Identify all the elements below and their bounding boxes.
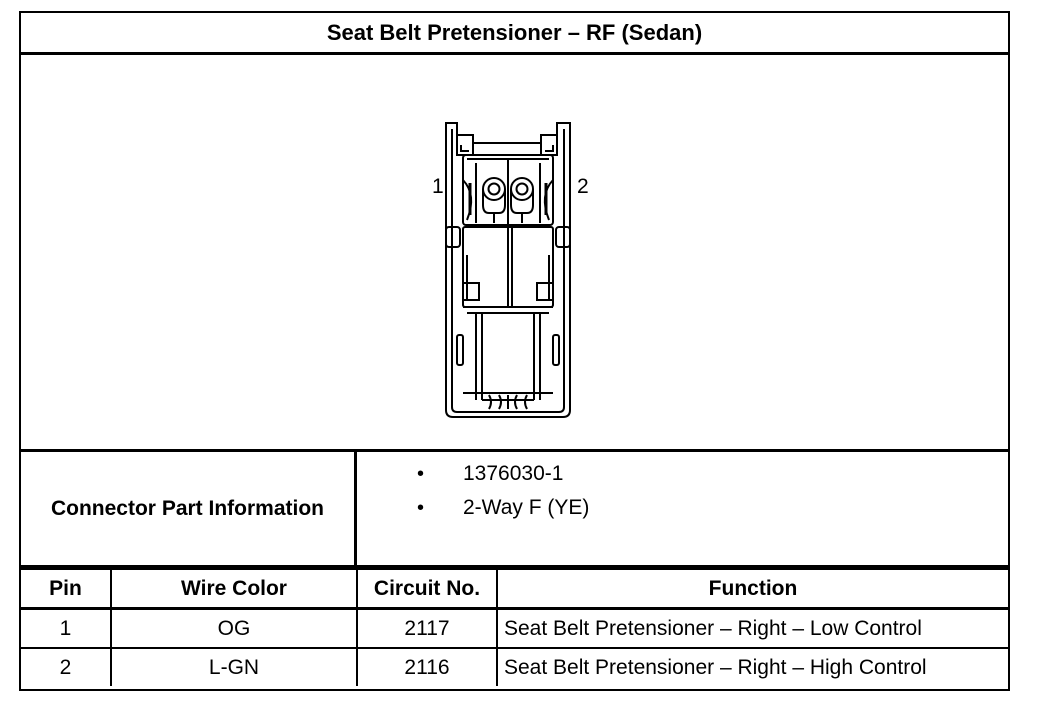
pin-table: Pin Wire Color Circuit No. Function 1 OG… bbox=[21, 568, 1008, 686]
connector-info-label: Connector Part Information bbox=[21, 452, 357, 565]
pin-cell: 2 bbox=[21, 647, 112, 686]
list-item: • 1376030-1 bbox=[417, 462, 563, 486]
connector-info-list: • 1376030-1 • 2-Way F (YE) bbox=[357, 452, 1008, 565]
table-row: 1 OG 2117 Seat Belt Pretensioner – Right… bbox=[21, 607, 1008, 649]
header-wire-color: Wire Color bbox=[110, 568, 358, 610]
header-function: Function bbox=[496, 568, 1008, 610]
table-header-row: Pin Wire Color Circuit No. Function bbox=[21, 568, 1008, 610]
part-number: 1376030-1 bbox=[463, 462, 564, 485]
connector-type: 2-Way F (YE) bbox=[463, 496, 590, 519]
connector-diagram bbox=[445, 122, 571, 418]
bullet-icon: • bbox=[417, 462, 425, 485]
wire-color-cell: OG bbox=[110, 607, 358, 649]
circuit-cell: 2117 bbox=[356, 607, 498, 649]
pin-cell: 1 bbox=[21, 607, 112, 649]
connector-part-information: Connector Part Information • 1376030-1 •… bbox=[21, 452, 1008, 568]
pin-1-label: 1 bbox=[432, 175, 444, 198]
pin-2-label: 2 bbox=[577, 175, 589, 198]
header-circuit: Circuit No. bbox=[356, 568, 498, 610]
function-cell: Seat Belt Pretensioner – Right – High Co… bbox=[496, 647, 1008, 686]
connector-document: Seat Belt Pretensioner – RF (Sedan) bbox=[19, 11, 1010, 691]
connector-diagram-area: 1 2 bbox=[21, 55, 1008, 452]
bullet-icon: • bbox=[417, 496, 425, 519]
function-cell: Seat Belt Pretensioner – Right – Low Con… bbox=[496, 607, 1008, 649]
list-item: • 2-Way F (YE) bbox=[417, 496, 589, 520]
wire-color-cell: L-GN bbox=[110, 647, 358, 686]
header-pin: Pin bbox=[21, 568, 112, 610]
table-row: 2 L-GN 2116 Seat Belt Pretensioner – Rig… bbox=[21, 647, 1008, 686]
document-title: Seat Belt Pretensioner – RF (Sedan) bbox=[21, 13, 1008, 55]
circuit-cell: 2116 bbox=[356, 647, 498, 686]
